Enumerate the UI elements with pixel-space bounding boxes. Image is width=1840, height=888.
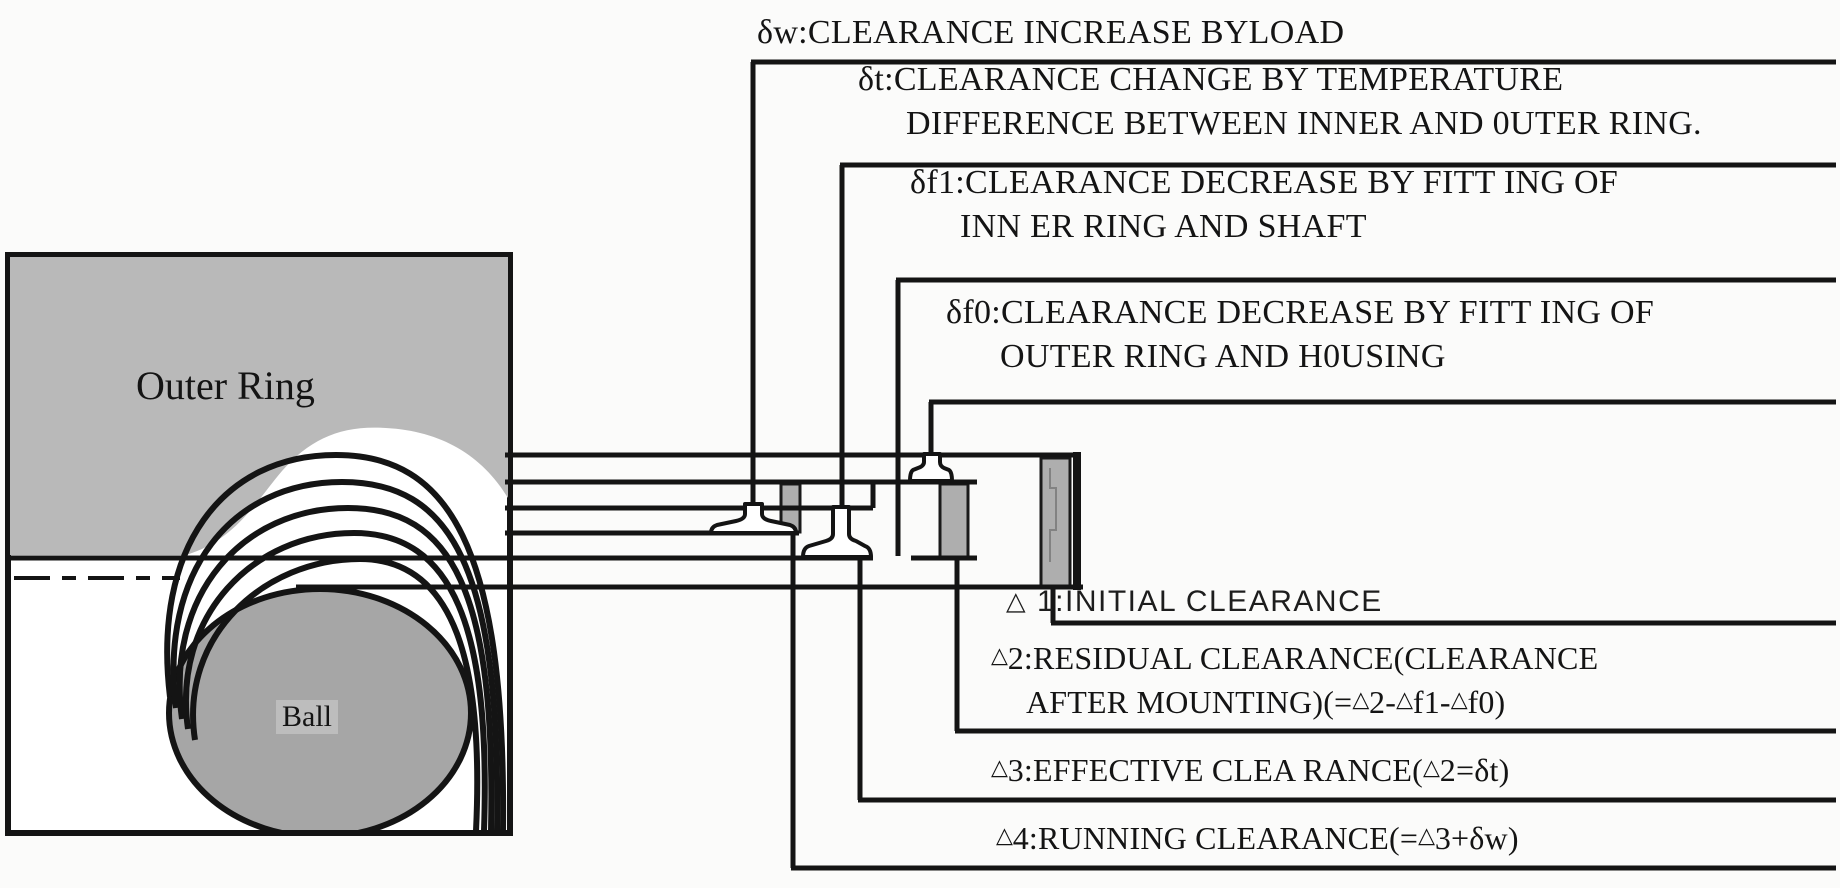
label-df1-line2: INN ER RING AND SHAFT bbox=[960, 208, 1367, 245]
arc-4 bbox=[183, 529, 488, 830]
label-dt-line1: δt:CLEARANCE CHANGE BY TEMPERATURE bbox=[858, 61, 1564, 98]
gauge-bar-center bbox=[938, 482, 970, 560]
gauge-stop-middle bbox=[801, 505, 873, 559]
label-running-clearance: △4:RUNNING CLEARANCE(=△3+δw) bbox=[996, 820, 1519, 856]
gauge-bar-detail bbox=[1049, 468, 1057, 562]
label-residual-clearance-line2: AFTER MOUNTING)(=△2-△f1-△f0) bbox=[1026, 684, 1506, 720]
gauge-stops bbox=[709, 452, 954, 559]
gauge-stop-left bbox=[709, 502, 798, 535]
label-df1-line1: δf1:CLEARANCE DECREASE BY FITT ING OF bbox=[910, 164, 1619, 201]
label-initial-clearance: △ 1:INITIAL CLEARANCE bbox=[1006, 585, 1383, 618]
arc-2 bbox=[170, 478, 501, 830]
label-residual-clearance-line1: △2:RESIDUAL CLEARANCE(CLEARANCE bbox=[991, 640, 1599, 676]
ball-label: Ball bbox=[276, 700, 338, 734]
arc-1 bbox=[164, 451, 507, 830]
label-df0-line1: δf0:CLEARANCE DECREASE BY FITT ING OF bbox=[946, 294, 1655, 331]
label-dt-line2: DIFFERENCE BETWEEN INNER AND 0UTER RING. bbox=[906, 105, 1702, 142]
label-effective-clearance: △3:EFFECTIVE CLEA RANCE(△2=δt) bbox=[991, 752, 1510, 788]
label-df0-line2: OUTER RING AND H0USING bbox=[1000, 338, 1446, 375]
outer-ring-label: Outer Ring bbox=[136, 363, 315, 408]
line-work bbox=[8, 59, 1836, 871]
label-dw-line1: δw:CLEARANCE INCREASE BYLOAD bbox=[757, 14, 1345, 51]
outer-ring-section bbox=[10, 257, 508, 555]
arc-3 bbox=[176, 504, 495, 830]
gauge-stop-right bbox=[908, 452, 954, 483]
